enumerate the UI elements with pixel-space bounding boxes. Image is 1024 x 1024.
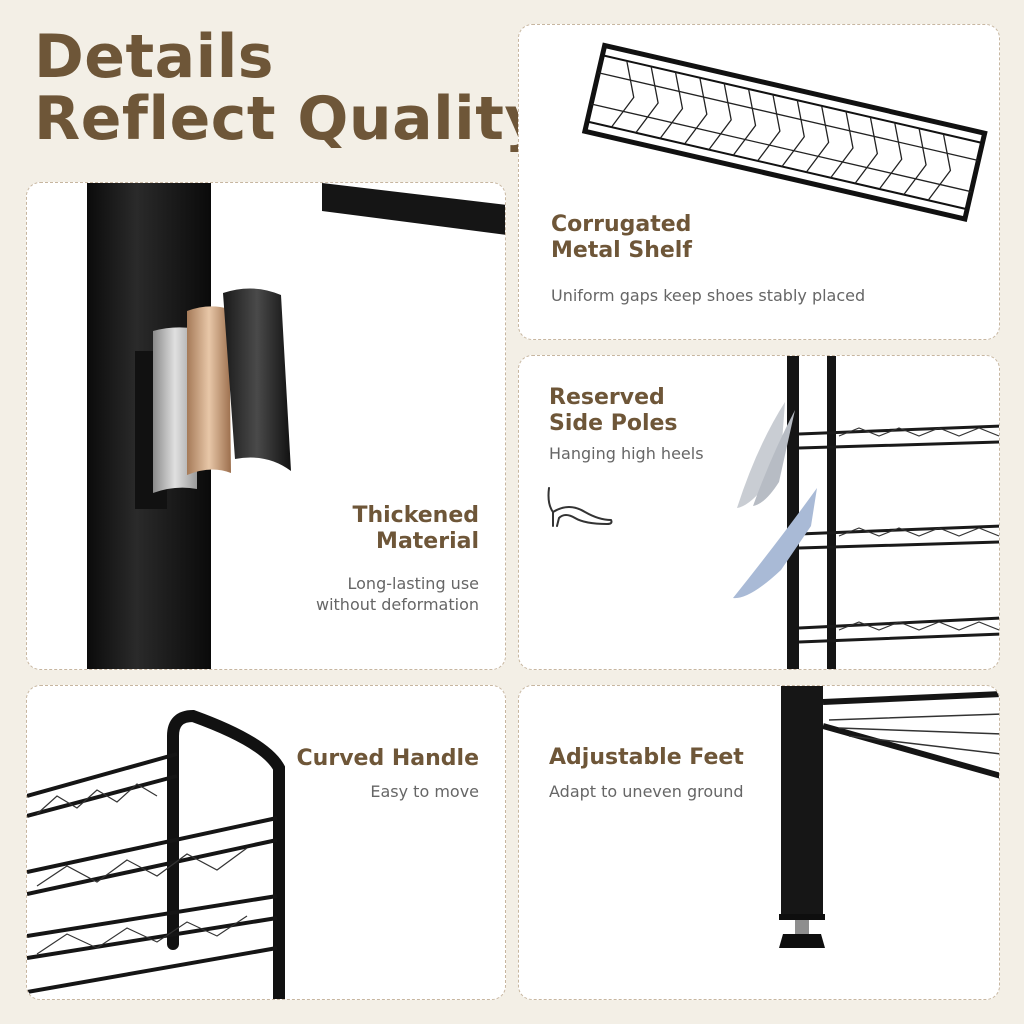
adjustable-feet-image (779, 686, 999, 948)
panel-side-poles: Reserved Side Poles Hanging high heels (518, 355, 1000, 670)
shelf-description: Uniform gaps keep shoes stably placed (551, 286, 866, 305)
side-poles-image (733, 356, 999, 669)
headline-line-2: Reflect Quality (34, 84, 545, 154)
feet-description: Adapt to uneven ground (549, 782, 744, 801)
thickened-material-image (87, 183, 505, 669)
material-title: Thickened Material (352, 503, 479, 554)
high-heel-icon (547, 487, 613, 527)
panel-corrugated-shelf: Corrugated Metal Shelf Uniform gaps keep… (518, 24, 1000, 340)
curved-handle-image (27, 709, 285, 999)
handle-description: Easy to move (370, 782, 479, 801)
headline: Details Reflect Quality (34, 26, 544, 150)
feet-title: Adjustable Feet (549, 745, 744, 770)
panel-adjustable-feet: Adjustable Feet Adapt to uneven ground (518, 685, 1000, 1000)
panel-thickened-material: Thickened Material Long-lasting use with… (26, 182, 506, 670)
panel-curved-handle: Curved Handle Easy to move (26, 685, 506, 1000)
poles-title: Reserved Side Poles (549, 385, 678, 436)
handle-title: Curved Handle (296, 746, 479, 771)
headline-line-1: Details (34, 22, 275, 92)
material-description: Long-lasting use without deformation (316, 574, 479, 614)
corrugated-shelf-image (581, 42, 988, 222)
poles-description: Hanging high heels (549, 444, 704, 463)
shelf-title: Corrugated Metal Shelf (551, 212, 692, 263)
